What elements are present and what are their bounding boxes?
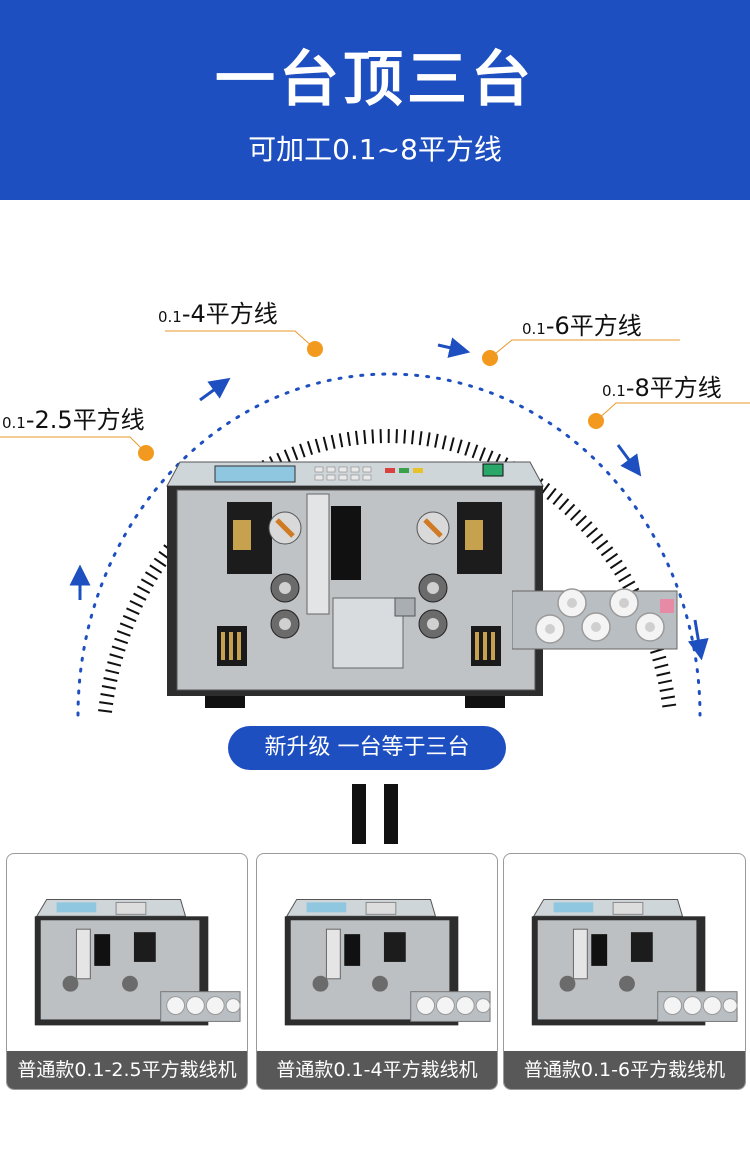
product-caption: 普通款0.1-6平方裁线机 — [504, 1051, 745, 1089]
wire-cutting-machine-image — [166, 461, 544, 708]
upgrade-badge: 新升级 一台等于三台 — [228, 726, 506, 770]
range-arc-graphic — [0, 330, 750, 717]
arrow-top — [437, 337, 471, 358]
page-subtitle: 可加工0.1~8平方线 — [248, 133, 502, 166]
arrow-upper-left — [199, 377, 231, 402]
range-label-2-5: 0.1-2.5平方线 — [2, 406, 145, 434]
product-caption: 普通款0.1-2.5平方裁线机 — [7, 1051, 247, 1089]
machine-photo — [284, 898, 491, 1026]
product-caption: 普通款0.1-4平方裁线机 — [257, 1051, 497, 1089]
range-label-4: 0.1-4平方线 — [158, 300, 278, 328]
header-banner: 一台顶三台 可加工0.1~8平方线 — [0, 0, 750, 200]
machine-photo — [531, 898, 738, 1026]
range-label-8: 0.1-8平方线 — [602, 374, 722, 402]
arrow-lower-right — [687, 619, 709, 661]
product-card-2-5: 普通款0.1-2.5平方裁线机 — [6, 853, 248, 1090]
machine-photo — [34, 898, 241, 1026]
arrow-right — [616, 444, 642, 477]
range-label-6: 0.1-6平方线 — [522, 312, 642, 340]
outer-dotted-arc — [76, 372, 702, 717]
equals-sign — [352, 784, 398, 844]
page-title: 一台顶三台 — [215, 45, 535, 115]
feed-rollers-image — [512, 588, 678, 650]
product-card-4: 普通款0.1-4平方裁线机 — [256, 853, 498, 1090]
product-card-6: 普通款0.1-6平方裁线机 — [503, 853, 746, 1090]
